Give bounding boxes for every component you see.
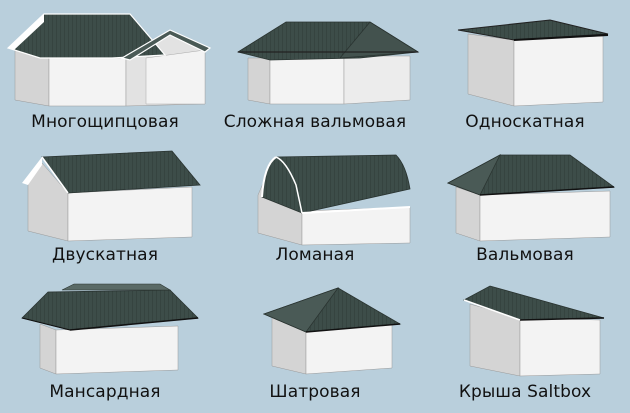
hip-roof-drawing [447, 154, 616, 242]
roof-card-shed: Односкатная [420, 0, 630, 137]
roof-label-saltbox: Крыша Saltbox [458, 382, 592, 402]
roof-label-pyramid: Шатровая [269, 382, 361, 402]
gable-roof-drawing [22, 150, 201, 242]
roof-card-hip: Вальмовая [420, 137, 630, 274]
saltbox-roof-drawing [463, 285, 605, 377]
roof-label-multi-gable: Многощипцовая [31, 112, 179, 132]
roof-card-saltbox: Крыша Saltbox [420, 274, 630, 411]
roof-label-hip: Вальмовая [476, 245, 574, 265]
roof-card-mansard: Мансардная [0, 274, 210, 411]
multi-gable-roof-drawing [6, 13, 212, 107]
roof-label-gambrel: Ломаная [275, 245, 355, 265]
roof-card-pyramid: Шатровая [210, 274, 420, 411]
roof-label-mansard: Мансардная [49, 382, 161, 402]
pyramid-roof-drawing [262, 287, 402, 375]
roof-card-gambrel: Ломаная [210, 137, 420, 274]
complex-hip-roof-drawing [236, 21, 420, 105]
shed-roof-drawing [457, 19, 609, 107]
roof-label-shed: Односкатная [465, 112, 585, 132]
roof-label-complex-hip: Сложная вальмовая [223, 112, 407, 132]
roof-card-gable: Двускатная [0, 137, 210, 274]
roof-label-gable: Двускатная [51, 245, 159, 265]
mansard-roof-drawing [21, 283, 199, 375]
gambrel-roof-drawing [257, 154, 411, 246]
roof-card-multi-gable: Многощипцовая [0, 0, 212, 137]
roof-card-complex-hip: Сложная вальмовая [210, 0, 420, 137]
